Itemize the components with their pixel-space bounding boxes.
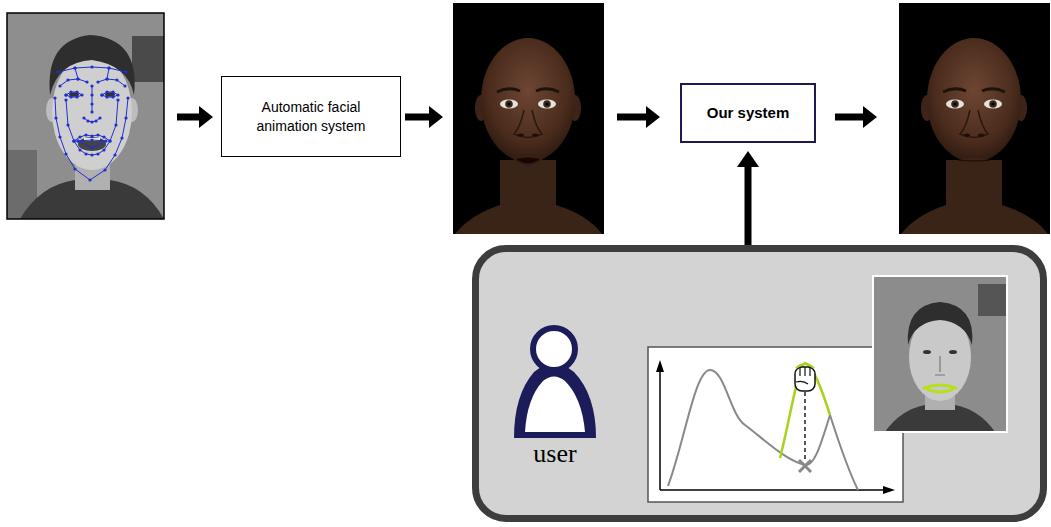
arrow-shaft <box>745 166 752 245</box>
system-box: Our system <box>680 83 816 143</box>
arrow-head <box>737 151 759 167</box>
node-label: Automatic facial animation system <box>232 98 390 134</box>
inset-photo <box>873 276 1007 432</box>
panel-illustration <box>472 245 1047 522</box>
connector-arrow <box>737 151 759 245</box>
user-panel: user <box>472 245 1047 522</box>
node-label: Our system <box>707 103 790 123</box>
node-label: user <box>533 441 576 467</box>
curve-chart <box>648 347 903 502</box>
input-photo <box>7 13 164 219</box>
process-box: Automatic facial animation system <box>221 76 401 157</box>
photo-frame <box>7 13 164 219</box>
rendered-face-open <box>453 3 604 234</box>
rendered-face-closed <box>899 3 1050 234</box>
user-icon <box>514 328 596 438</box>
